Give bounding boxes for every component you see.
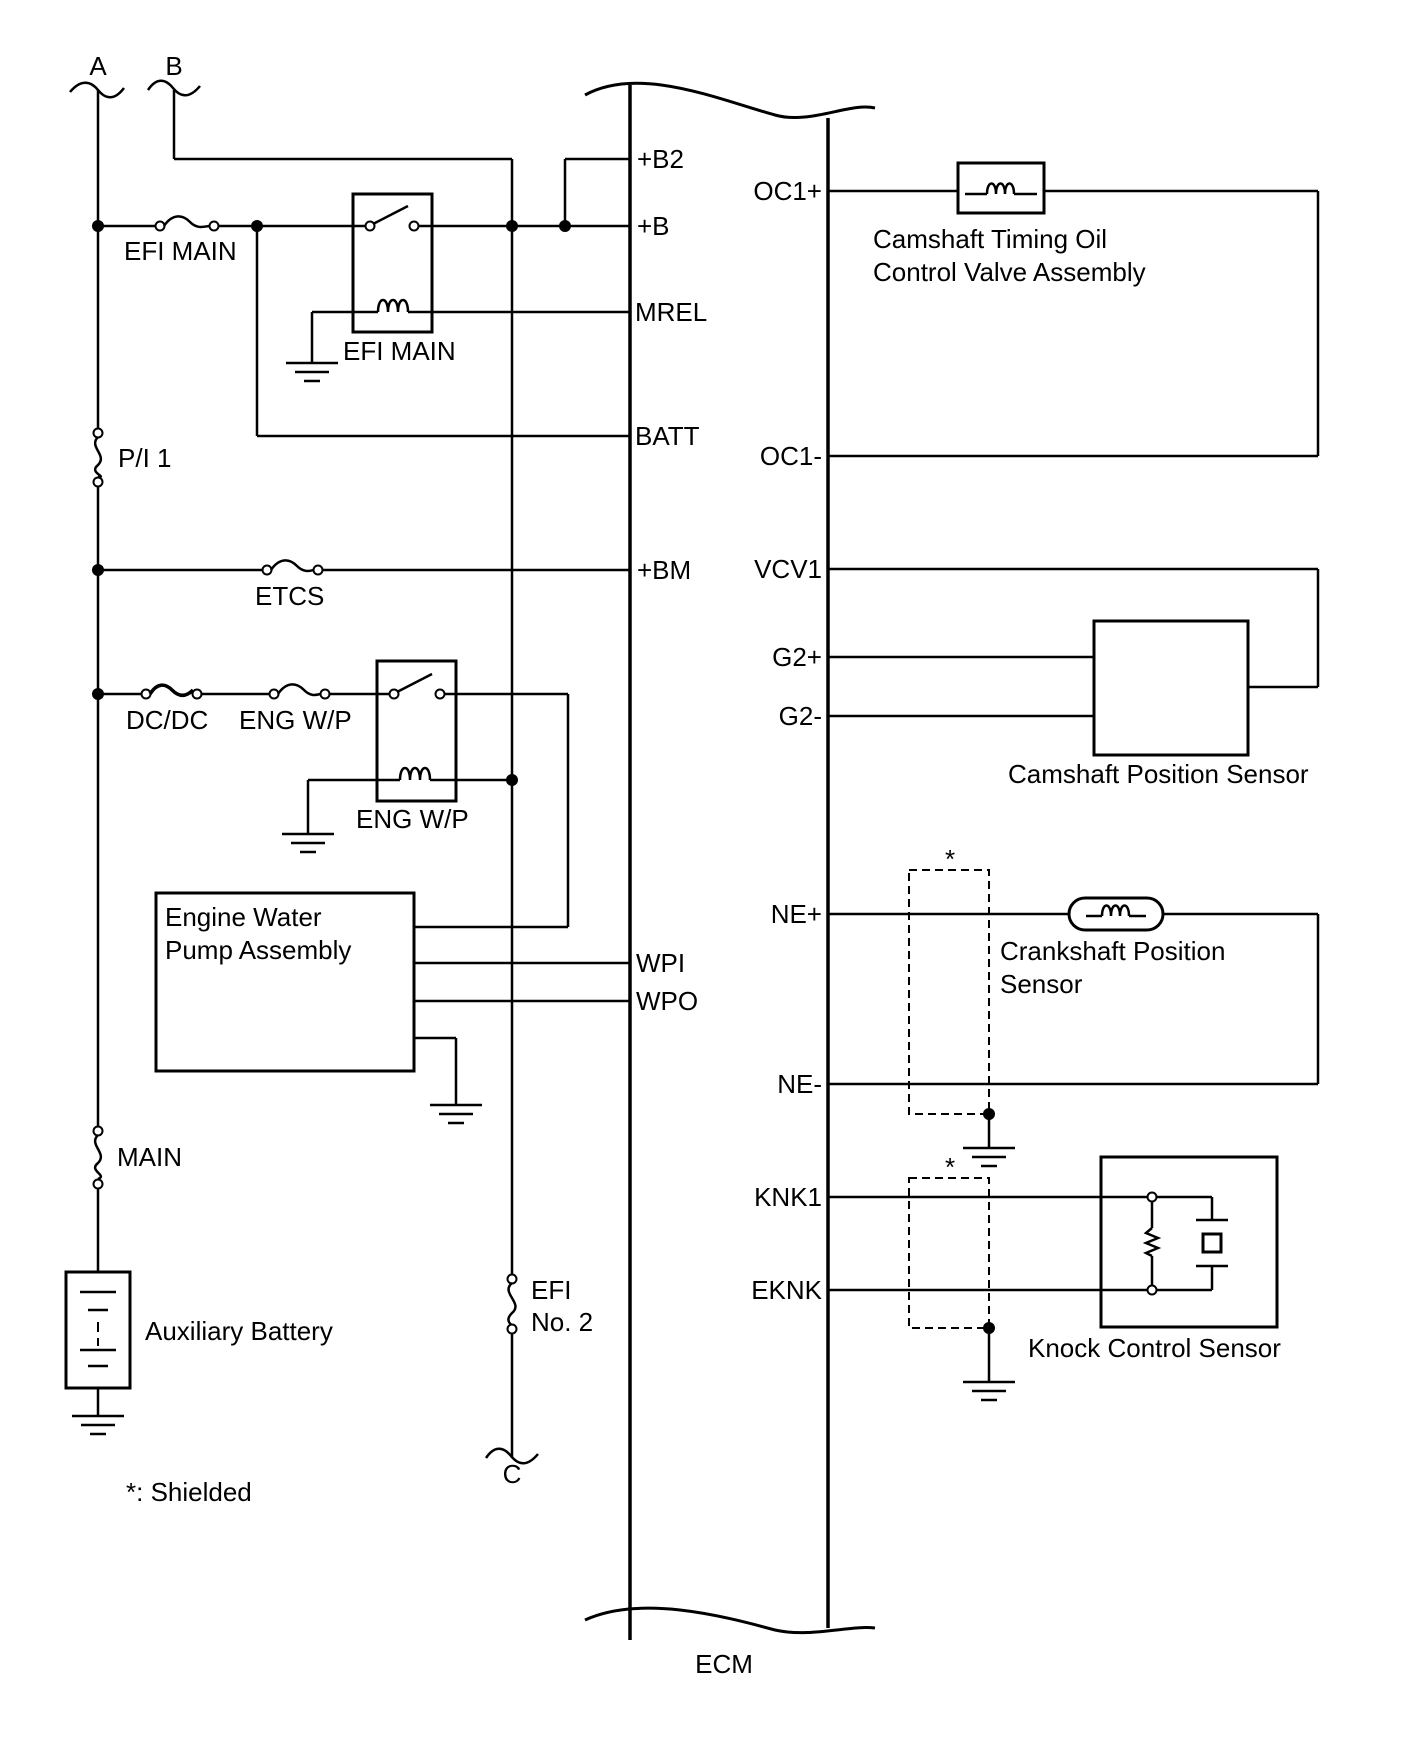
crank-sensor-label-2: Sensor xyxy=(1000,969,1083,999)
connector-c-label: C xyxy=(503,1459,522,1489)
ecm-body xyxy=(584,81,876,1640)
fusible-link-pi1 xyxy=(92,427,104,488)
ecm-pin-g2-plus: G2+ xyxy=(772,642,822,672)
ecm-pin-eknk: EKNK xyxy=(751,1275,822,1305)
ocv-circuit xyxy=(828,182,1320,458)
ground-water-pump xyxy=(430,1103,482,1125)
etcs-circuit xyxy=(98,559,630,576)
shield-knock xyxy=(908,1177,990,1329)
ecm-pin-batt: BATT xyxy=(635,421,700,451)
ecm-pin-ne-plus: NE+ xyxy=(771,899,822,929)
ocv-box xyxy=(956,161,1046,215)
knock-sensor-internals xyxy=(828,1191,1228,1296)
eng-wp-circuit xyxy=(98,672,630,1105)
fuse-dcdc-label: DC/DC xyxy=(126,705,208,735)
ocv-label-1: Camshaft Timing Oil xyxy=(873,224,1107,254)
ecm-pin-mrel: MREL xyxy=(635,297,707,327)
knock-sensor-label: Knock Control Sensor xyxy=(1028,1333,1281,1363)
fuse-main-label: MAIN xyxy=(117,1142,182,1172)
efi-main-circuit xyxy=(98,157,630,438)
ecm-pin-wpo: WPO xyxy=(636,986,698,1016)
shield-knock-marker: * xyxy=(945,1152,955,1182)
cam-sensor-circuit xyxy=(828,567,1320,718)
junction-dots-left xyxy=(92,220,571,786)
cam-sensor-label: Camshaft Position Sensor xyxy=(1008,759,1309,789)
ecm-pin-bm: +BM xyxy=(637,555,691,585)
ground-shield-crank xyxy=(963,1108,1015,1168)
ecm-pin-ne-minus: NE- xyxy=(777,1069,822,1099)
fuse-efi-main-label: EFI MAIN xyxy=(124,236,237,266)
fuse-pi1-label: P/I 1 xyxy=(118,443,171,473)
battery-label: Auxiliary Battery xyxy=(145,1316,333,1346)
relay-eng-wp xyxy=(375,659,458,803)
auxiliary-battery xyxy=(64,1270,132,1416)
engine-water-pump-assembly xyxy=(154,891,416,1073)
shield-crank xyxy=(908,869,990,1115)
ecm-pin-knk1: KNK1 xyxy=(754,1182,822,1212)
line-b-efi-no2 xyxy=(172,90,518,1458)
ground-efi-main-relay xyxy=(286,361,338,383)
knock-sensor-box xyxy=(1099,1155,1279,1329)
cam-sensor-box xyxy=(1092,619,1250,757)
ecm-pin-wpi: WPI xyxy=(636,948,685,978)
pump-label-1: Engine Water xyxy=(165,902,322,932)
connector-b-label: B xyxy=(165,51,182,81)
ground-eng-wp-relay xyxy=(282,832,334,854)
pump-label-2: Pump Assembly xyxy=(165,935,351,965)
ecm-pin-oc1-plus: OC1+ xyxy=(753,176,822,206)
ocv-label-2: Control Valve Assembly xyxy=(873,257,1146,287)
relay-eng-wp-label: ENG W/P xyxy=(356,804,469,834)
fusible-link-main xyxy=(92,1125,104,1190)
ecm-pin-b: +B xyxy=(637,211,670,241)
connector-b-tilde xyxy=(146,79,201,97)
fuse-efi-no2-label-2: No. 2 xyxy=(531,1307,593,1337)
shield-note: *: Shielded xyxy=(126,1477,252,1507)
ecm-pin-b2: +B2 xyxy=(637,144,684,174)
ecm-pin-g2-minus: G2- xyxy=(779,701,822,731)
ground-battery xyxy=(72,1414,124,1436)
crank-sensor-label-1: Crankshaft Position xyxy=(1000,936,1225,966)
shield-crank-marker: * xyxy=(945,844,955,874)
ecm-label: ECM xyxy=(695,1649,753,1679)
fuse-efi-no2-label-1: EFI xyxy=(531,1275,571,1305)
ecm-pin-oc1-minus: OC1- xyxy=(760,441,822,471)
relay-efi-main xyxy=(351,192,434,334)
fuse-eng-wp-label: ENG W/P xyxy=(239,705,352,735)
connector-a-label: A xyxy=(89,51,107,81)
ecm-pin-vcv1: VCV1 xyxy=(754,554,822,584)
ground-shield-knock xyxy=(963,1322,1015,1402)
relay-efi-main-label: EFI MAIN xyxy=(343,336,456,366)
fuse-etcs-label: ETCS xyxy=(255,581,324,611)
